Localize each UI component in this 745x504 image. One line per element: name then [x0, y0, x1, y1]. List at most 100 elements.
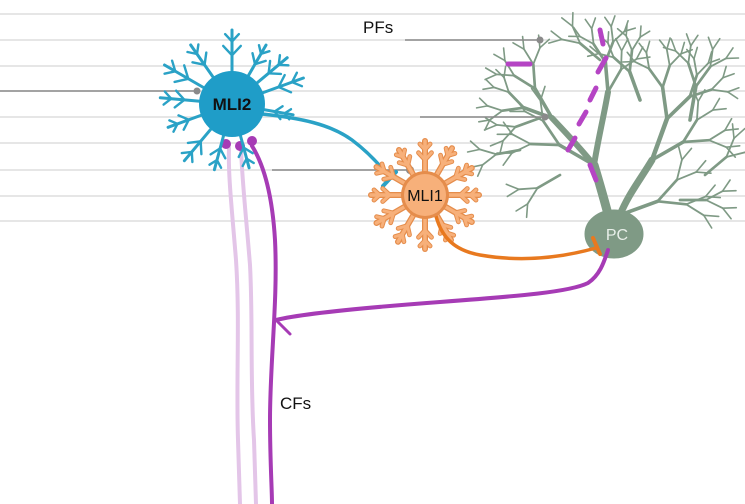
pc-dendrite — [511, 133, 532, 145]
pc-dendrite — [590, 17, 597, 30]
interneuron-dendrite — [212, 129, 227, 172]
interneuron-twig — [191, 61, 206, 67]
interneuron-dendrite — [189, 43, 218, 83]
pc-dendrite — [526, 187, 539, 205]
mli1-soma — [404, 174, 446, 216]
pc-dendrite — [693, 46, 699, 60]
interneuron-twig — [458, 187, 469, 197]
interneuron-twig — [182, 118, 191, 131]
pc-dendrite — [705, 199, 724, 210]
interneuron-twig — [267, 72, 283, 76]
interneuron-twig — [170, 59, 177, 73]
pc-dendrite — [521, 35, 525, 51]
pc-dendrite — [649, 116, 670, 163]
interneuron-twig — [401, 148, 407, 159]
pc-dendrite — [488, 109, 504, 121]
mli2-soma — [199, 71, 265, 137]
interneuron-twig — [177, 114, 191, 121]
faded-climbing-fiber-1 — [226, 146, 242, 504]
interneuron-twig — [454, 166, 460, 179]
pc-dendrite — [616, 27, 628, 37]
pc-dendrite — [656, 199, 688, 206]
pc-dendrite — [670, 38, 677, 52]
pc-dendrite — [625, 35, 633, 52]
pc-dendrite — [668, 52, 682, 67]
interneuron-twig — [190, 150, 194, 164]
pc-dendrite — [688, 73, 699, 98]
pc-dendrite — [560, 38, 581, 45]
pc-dendrite — [725, 47, 734, 60]
pc-dendrite — [696, 62, 710, 76]
pc-dendrite — [721, 189, 737, 192]
pc-dendrite — [502, 47, 506, 62]
interneuron-twig — [381, 193, 392, 203]
pc-dendrite — [645, 51, 651, 70]
pc-dendrite — [531, 62, 537, 90]
pc-soma — [584, 209, 644, 259]
pc-dendrite — [681, 138, 711, 144]
interneuron-twig — [259, 50, 271, 55]
interneuron-twig — [417, 228, 427, 239]
pc-dendrite — [694, 65, 712, 88]
interneuron-twig — [173, 98, 186, 109]
pc-dendrite — [603, 60, 610, 94]
pc-dendrite — [572, 26, 581, 38]
pc-dendrite — [647, 67, 664, 89]
interneuron-twig — [389, 211, 396, 225]
pc-dendrite — [722, 65, 728, 79]
pc-dendrite — [536, 173, 562, 190]
interneuron-twig — [423, 228, 433, 239]
interneuron-dendrite — [244, 43, 268, 82]
interneuron-twig — [381, 187, 392, 197]
pc-dendrite — [680, 41, 686, 55]
pc-dendrite — [707, 36, 714, 51]
interneuron-dendrite — [251, 56, 289, 88]
pc-dendrite — [709, 57, 727, 68]
cf-contacts-on-pc — [505, 27, 609, 183]
pc-dendrite — [489, 140, 504, 147]
pc-dendrite — [665, 48, 671, 67]
interneuron-twig — [454, 175, 467, 181]
pc-dendrite — [721, 207, 732, 220]
pc-dendrite — [726, 91, 739, 100]
pc-dendrite — [478, 97, 489, 107]
pc-dendrite — [676, 171, 697, 181]
mli2-label: MLI2 — [213, 95, 252, 114]
pc-dendrite — [483, 124, 498, 131]
pc-dendrite — [620, 49, 623, 71]
interneuron-twig — [237, 146, 245, 159]
pc-dendrite — [484, 67, 498, 76]
interneuron-twig — [230, 44, 243, 57]
pc-dendrite — [688, 84, 698, 122]
interneuron-dendrite — [256, 76, 305, 96]
pc-dendrite — [660, 85, 669, 121]
interneuron-dendrite — [163, 63, 210, 92]
pc-dendrite — [515, 203, 529, 212]
pc-dendrite — [493, 86, 510, 94]
interneuron-twig — [462, 170, 474, 176]
interneuron-dendrite — [237, 129, 251, 170]
climbing-fiber — [250, 144, 610, 504]
interneuron-twig — [209, 147, 222, 156]
pc-dendrite — [685, 33, 692, 47]
interneuron-twig — [163, 90, 173, 100]
pc-dendrite — [620, 38, 629, 52]
interneuron-twig — [251, 52, 257, 66]
pc-dendrite — [603, 16, 613, 28]
pc-dendrite — [475, 105, 489, 109]
interneuron-twig — [372, 188, 381, 197]
interneuron-twig — [203, 51, 208, 67]
pc-dendrite — [501, 106, 526, 113]
interneuron-twig — [168, 119, 179, 126]
pc-dendrite — [731, 123, 735, 140]
pc-dendrite — [530, 87, 542, 102]
interneuron-dendrite — [166, 112, 208, 129]
climbing-fiber-trunk — [250, 144, 278, 504]
interneuron-twig — [199, 140, 203, 156]
interneuron-twig — [389, 165, 396, 179]
interneuron-twig — [245, 157, 255, 165]
interneuron-twig — [454, 209, 467, 215]
pc-dendrite — [711, 107, 727, 111]
pc-dendrite — [482, 86, 495, 91]
pc-dendrite — [590, 27, 595, 45]
